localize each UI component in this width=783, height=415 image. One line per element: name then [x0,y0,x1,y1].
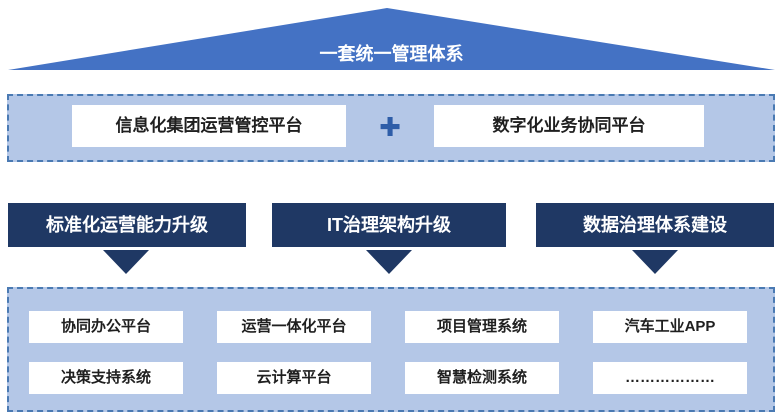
upgrade-header-2: IT治理架构升级 [272,203,506,247]
system-item-ellipsis: ……………… [593,362,747,394]
system-item: 运营一体化平台 [217,311,371,343]
upgrade-header-3: 数据治理体系建设 [536,203,774,247]
down-arrow-icon [366,250,412,274]
down-arrow-icon [103,250,149,274]
upgrade-header-1: 标准化运营能力升级 [8,203,246,247]
plus-icon: ✚ [379,112,401,142]
platform-left: 信息化集团运营管控平台 [72,105,346,147]
system-item: 项目管理系统 [405,311,559,343]
roof-triangle [8,8,775,70]
system-item: 汽车工业APP [593,311,747,343]
system-item: 智慧检测系统 [405,362,559,394]
down-arrow-icon [632,250,678,274]
platform-right: 数字化业务协同平台 [434,105,704,147]
roof-title: 一套统一管理体系 [319,44,464,64]
system-item: 云计算平台 [217,362,371,394]
system-item: 协同办公平台 [29,311,183,343]
system-item: 决策支持系统 [29,362,183,394]
